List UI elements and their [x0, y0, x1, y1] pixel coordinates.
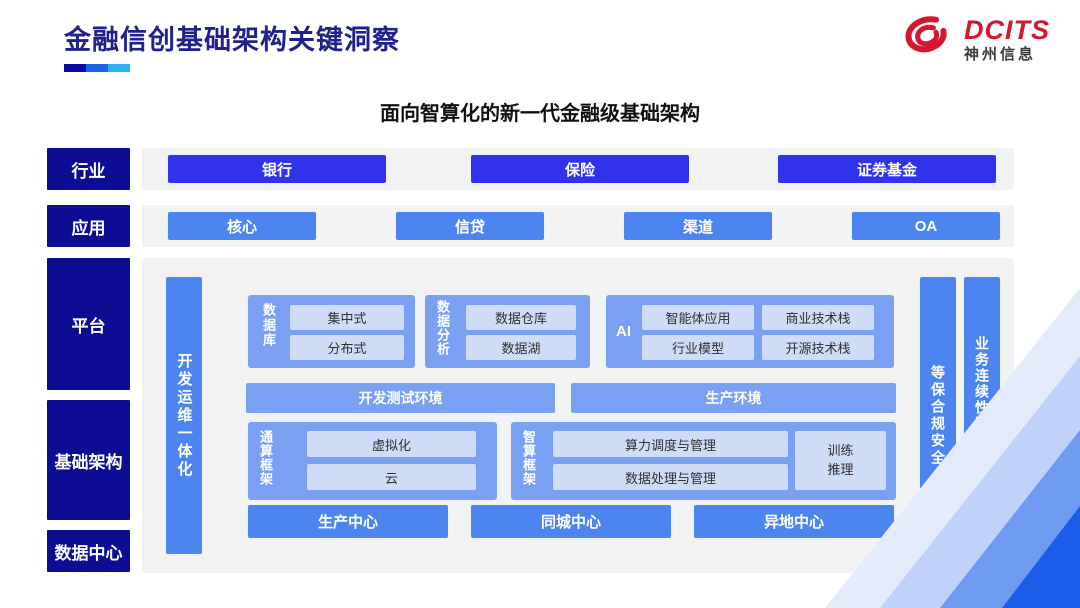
brand-name: DCITS — [964, 14, 1050, 45]
database-item: 集中式 — [290, 305, 404, 330]
general-framework-group: 通算框架 虚拟化 云 — [248, 422, 497, 500]
ai-group-label: AI — [616, 323, 631, 340]
database-item: 分布式 — [290, 335, 404, 360]
company-name: 神州信息 — [964, 46, 1037, 64]
devops-vertical-bar: 开发运维一体化 — [166, 277, 202, 554]
analytics-item: 数据仓库 — [466, 305, 576, 330]
application-item-oa: OA — [852, 212, 1000, 240]
general-framework-label: 通算框架 — [258, 430, 273, 486]
brand-logo: DCITS 神州信息 — [900, 14, 1050, 65]
ai-framework-item: 数据处理与管理 — [553, 464, 788, 490]
diagram-subtitle: 面向智算化的新一代金融级基础架构 — [380, 103, 700, 125]
train-inference-box: 训练推理 — [795, 431, 886, 490]
underline-segment — [86, 64, 108, 72]
center-production: 生产中心 — [248, 505, 448, 538]
general-framework-item: 云 — [307, 464, 476, 490]
application-item-credit: 信贷 — [396, 212, 544, 240]
layer-label-platform: 平台 — [47, 258, 130, 390]
ai-framework-group: 智算框架 算力调度与管理 数据处理与管理 训练推理 — [511, 422, 896, 500]
architecture-panel: 开发运维一体化 数据库 集中式 分布式 数据分析 数据仓库 数据湖 AI 智能体… — [142, 258, 1014, 573]
ai-item: 商业技术栈 — [762, 305, 874, 330]
industry-item-insurance: 保险 — [471, 155, 689, 183]
analytics-group: 数据分析 数据仓库 数据湖 — [425, 295, 590, 368]
page-title: 金融信创基础架构关键洞察 — [64, 25, 400, 55]
swirl-logo-icon — [900, 14, 956, 65]
underline-segment — [64, 64, 86, 72]
layer-label-application: 应用 — [47, 205, 130, 247]
center-same-city: 同城中心 — [471, 505, 671, 538]
title-underline — [64, 64, 130, 72]
database-group: 数据库 集中式 分布式 — [248, 295, 415, 368]
industry-item-securities: 证券基金 — [778, 155, 996, 183]
general-framework-item: 虚拟化 — [307, 431, 476, 457]
ai-item: 智能体应用 — [642, 305, 754, 330]
database-group-label: 数据库 — [261, 303, 276, 348]
layer-label-industry: 行业 — [47, 148, 130, 190]
center-remote: 异地中心 — [694, 505, 894, 538]
ai-framework-item: 算力调度与管理 — [553, 431, 788, 457]
analytics-group-label: 数据分析 — [435, 300, 450, 356]
dev-test-env-bar: 开发测试环境 — [246, 383, 555, 413]
ai-item: 开源技术栈 — [762, 335, 874, 360]
application-item-channel: 渠道 — [624, 212, 772, 240]
industry-item-bank: 银行 — [168, 155, 386, 183]
production-env-bar: 生产环境 — [571, 383, 896, 413]
ai-group: AI 智能体应用 商业技术栈 行业模型 开源技术栈 — [606, 295, 894, 368]
ai-framework-label: 智算框架 — [521, 430, 536, 486]
ai-item: 行业模型 — [642, 335, 754, 360]
analytics-item: 数据湖 — [466, 335, 576, 360]
underline-segment — [108, 64, 130, 72]
layer-label-infrastructure: 基础架构 — [47, 400, 130, 520]
application-item-core: 核心 — [168, 212, 316, 240]
layer-label-datacenter: 数据中心 — [47, 530, 130, 572]
